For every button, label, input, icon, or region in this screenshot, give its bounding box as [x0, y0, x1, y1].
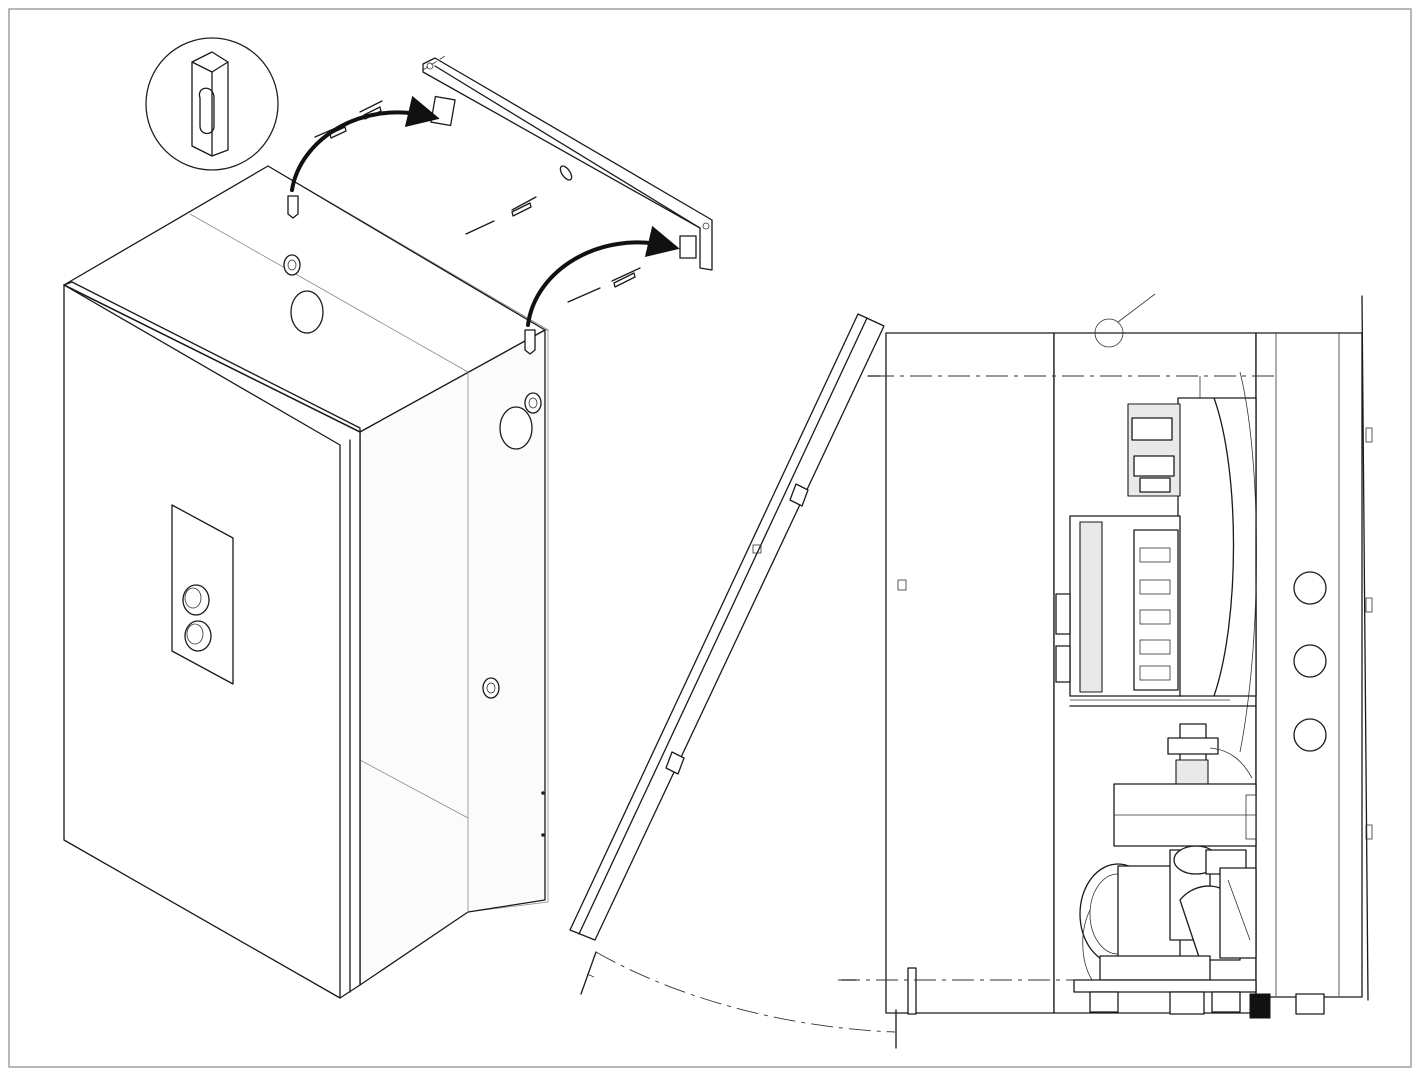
isometric-enclosure [63, 165, 550, 999]
arrow-icon [290, 95, 440, 192]
push-button-bottom [184, 620, 212, 652]
side-knockout-2 [1293, 644, 1327, 678]
hanging-tab-right [524, 329, 536, 355]
wall-screws [314, 100, 641, 303]
wall-bracket [290, 55, 713, 327]
side-knockout-1 [1293, 571, 1327, 605]
hook-detail-icon [145, 37, 279, 171]
arrow-icon [526, 225, 680, 327]
bracket-plate [422, 57, 713, 271]
door-side-profile [569, 313, 885, 941]
hanging-tab-left [287, 195, 299, 219]
frame-border [8, 8, 1412, 1068]
push-button-top [182, 584, 210, 616]
side-view-enclosure [569, 293, 1373, 1049]
bracket-center-hole [559, 165, 573, 181]
bracket-slot-upper [430, 95, 456, 127]
cable-entry-top [290, 290, 324, 334]
mount-screw-side-lower [482, 677, 500, 699]
internal-components [1055, 371, 1325, 1019]
cable-entry-side [499, 406, 533, 450]
side-knockout-3 [1293, 718, 1327, 752]
front-panel [885, 332, 1055, 1014]
callout-circle [1094, 318, 1124, 348]
door-swing-arc [595, 951, 896, 1033]
mount-screw-side-upper [524, 392, 542, 414]
bracket-slot-lower [679, 235, 697, 259]
mount-screw-top [283, 254, 301, 276]
callout-leader [1117, 293, 1156, 323]
